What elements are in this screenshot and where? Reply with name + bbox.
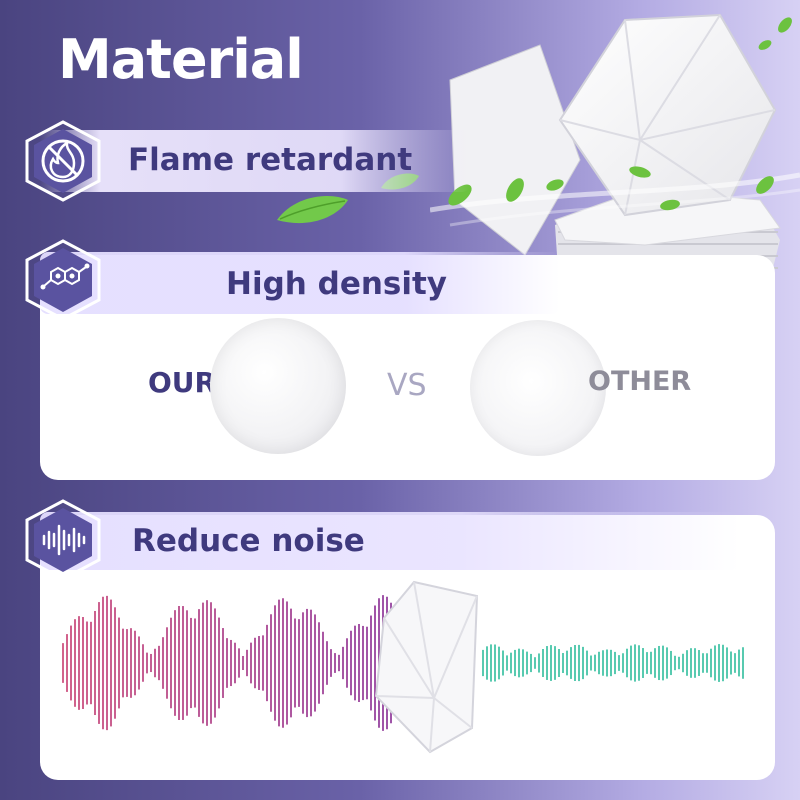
leaf-icon: [277, 196, 348, 224]
high-density-label: High density: [226, 266, 448, 302]
page-title: Material: [58, 28, 304, 91]
our-label: OUR: [148, 366, 217, 399]
our-material-swatch: [210, 318, 346, 454]
molecule-icon: [22, 238, 104, 322]
sound-wave-graphic: [62, 595, 744, 731]
high-density-banner: [40, 252, 560, 314]
vs-label: VS: [387, 368, 427, 403]
reduce-noise-banner: [40, 512, 740, 570]
flame-retardant-label: Flame retardant: [128, 142, 413, 178]
other-material-swatch: [470, 320, 606, 456]
sound-wave-icon: [22, 498, 104, 582]
flame-retardant-banner: [40, 130, 470, 192]
hexagon-panel-image: [374, 580, 479, 754]
acoustic-panel-stack-image: [430, 13, 800, 335]
reduce-noise-label: Reduce noise: [132, 523, 365, 559]
no-fire-icon: [22, 119, 104, 203]
other-label: OTHER: [588, 366, 692, 397]
